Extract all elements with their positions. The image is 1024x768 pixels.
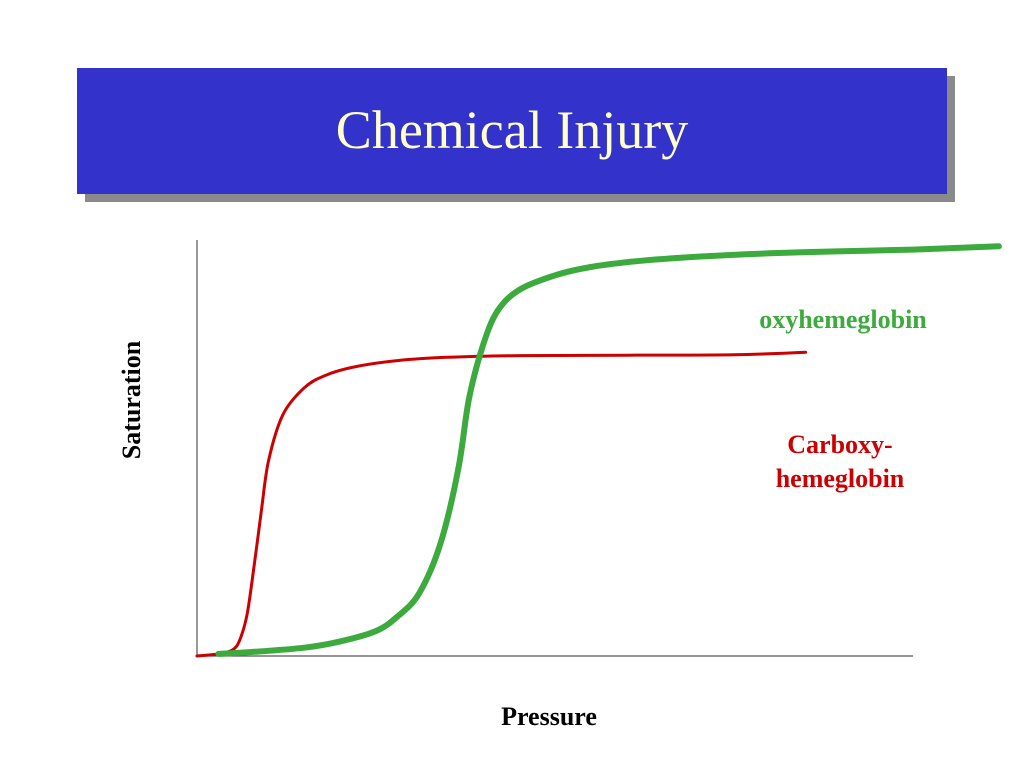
y-axis-label: Saturation: [117, 340, 146, 459]
series-line-oxyhemeglobin: [215, 243, 1002, 657]
series-label-line: oxyhemeglobin: [759, 305, 927, 334]
title-banner: Chemical Injury: [77, 68, 947, 194]
series-label-line: hemeglobin: [776, 464, 905, 493]
series-label-carboxyhemeglobin: Carboxy-hemeglobin: [776, 430, 905, 493]
series-line-carboxyhemeglobin: [195, 350, 808, 658]
series-label-line: Carboxy-: [787, 430, 892, 459]
series-label-oxyhemeglobin: oxyhemeglobin: [759, 305, 927, 334]
series-layer: [195, 243, 1002, 658]
x-axis-label: Pressure: [501, 702, 597, 731]
slide-title: Chemical Injury: [335, 100, 689, 160]
